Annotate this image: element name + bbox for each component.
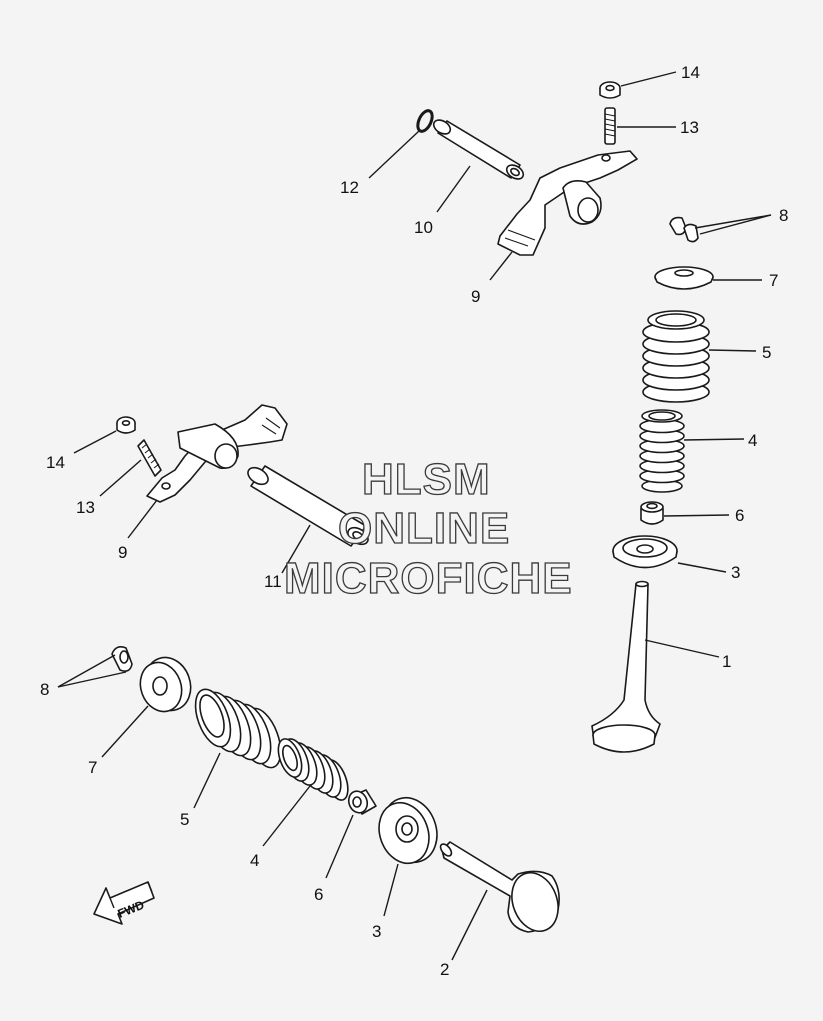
label-9-upper: 9	[471, 287, 480, 306]
label-3-right: 3	[731, 563, 740, 582]
part-4-inner-spring-left	[277, 738, 349, 801]
part-13-adjuster-screw-upper	[604, 107, 616, 145]
part-5-outer-spring-left	[194, 688, 282, 769]
label-6-right: 6	[735, 506, 744, 525]
label-13-left: 13	[76, 498, 95, 517]
part-10-rocker-shaft	[432, 119, 525, 180]
part-3-spring-seat-left	[378, 796, 438, 865]
label-12: 12	[340, 178, 359, 197]
part-3-spring-seat-right	[612, 535, 678, 569]
part-8-cotter-left	[111, 646, 133, 672]
part-8-cotter-right	[669, 216, 699, 243]
part-4-inner-spring-right	[639, 409, 685, 493]
part-9-rocker-arm-left	[146, 404, 288, 503]
part-12-o-ring	[416, 109, 434, 133]
watermark-line-1: HLSM	[362, 455, 491, 504]
part-5-outer-spring-right	[642, 310, 710, 403]
part-7-retainer-right	[654, 266, 714, 290]
label-7-left: 7	[88, 758, 97, 777]
fwd-arrow-icon: FWD	[93, 881, 155, 925]
label-8-left: 8	[40, 680, 49, 699]
label-6-left: 6	[314, 885, 323, 904]
label-13-upper: 13	[680, 118, 699, 137]
label-14-left: 14	[46, 453, 65, 472]
watermark-line-3: MICROFICHE	[284, 554, 573, 603]
label-5-right: 5	[762, 343, 771, 362]
leader-lines	[57, 71, 772, 961]
label-4-right: 4	[748, 431, 757, 450]
part-1-valve-right	[591, 580, 661, 753]
label-10: 10	[414, 218, 433, 237]
label-11: 11	[264, 572, 282, 591]
part-6-valve-seal-right	[640, 501, 664, 525]
label-2: 2	[440, 960, 449, 979]
label-5-left: 5	[180, 810, 189, 829]
label-3-left: 3	[372, 922, 381, 941]
label-4-left: 4	[250, 851, 259, 870]
label-8-right: 8	[779, 206, 788, 225]
label-14-upper: 14	[681, 63, 700, 82]
part-9-rocker-arm-upper	[497, 150, 638, 256]
part-2-valve-left	[439, 841, 560, 933]
part-13-adjuster-screw-left	[137, 439, 162, 477]
label-1: 1	[722, 652, 731, 671]
part-7-retainer-left	[139, 656, 192, 713]
part-14-nut-upper	[599, 81, 621, 99]
watermark-line-2: ONLINE	[338, 504, 510, 553]
label-7-right: 7	[769, 271, 778, 290]
label-9-left: 9	[118, 543, 127, 562]
watermark: HLSM ONLINE MICROFICHE	[283, 454, 573, 603]
part-14-nut-left	[116, 416, 136, 434]
part-11-rocker-shaft-left	[247, 465, 369, 547]
part-6-valve-seal-left	[347, 789, 377, 815]
